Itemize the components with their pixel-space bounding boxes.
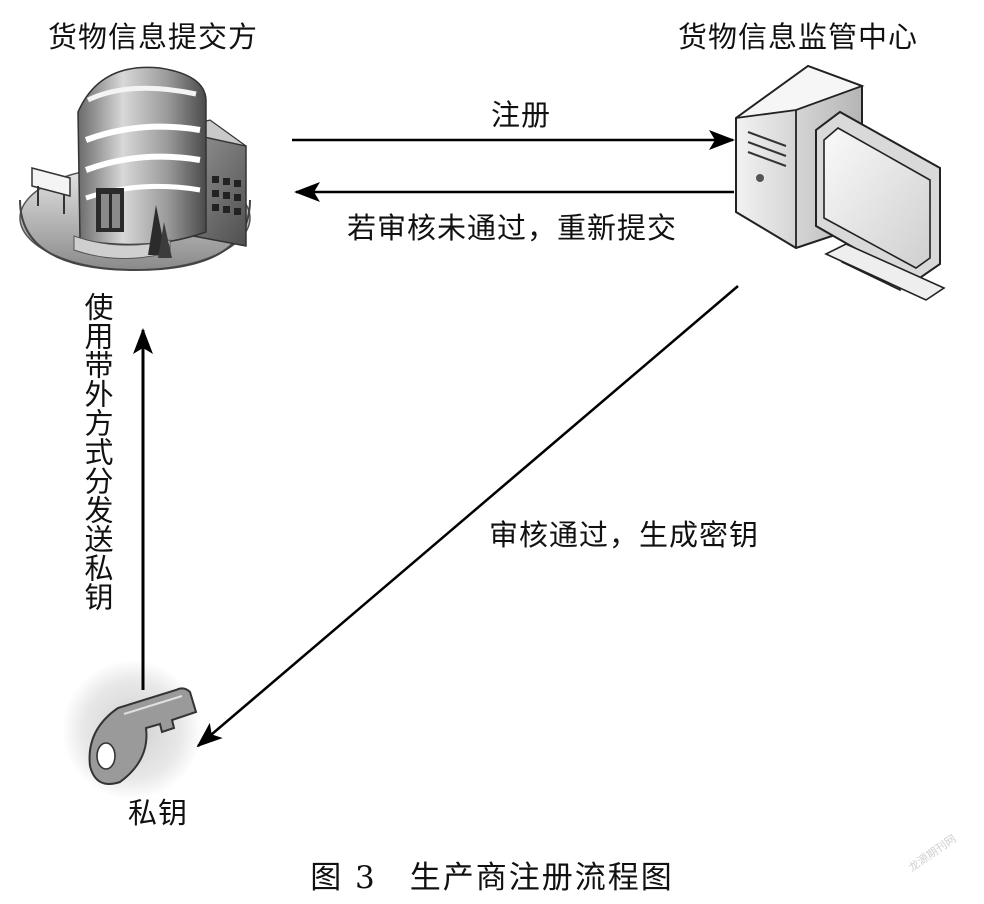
distribute-edge-label: 使用带外方式分发送私钥 (80, 292, 114, 611)
approve-edge-label: 审核通过，生成密钥 (489, 518, 760, 552)
register-edge-label: 注册 (491, 98, 552, 132)
computer-icon (735, 64, 946, 301)
building-icon (19, 66, 251, 272)
resubmit-edge-label: 若审核未通过，重新提交 (347, 211, 678, 245)
key-label: 私钥 (128, 796, 189, 830)
figure-caption: 图 3 生产商注册流程图 (310, 860, 674, 896)
edge-approve (196, 285, 739, 748)
key-icon (62, 660, 202, 800)
center-label: 货物信息监管中心 (678, 20, 919, 54)
submitter-label: 货物信息提交方 (48, 20, 259, 54)
